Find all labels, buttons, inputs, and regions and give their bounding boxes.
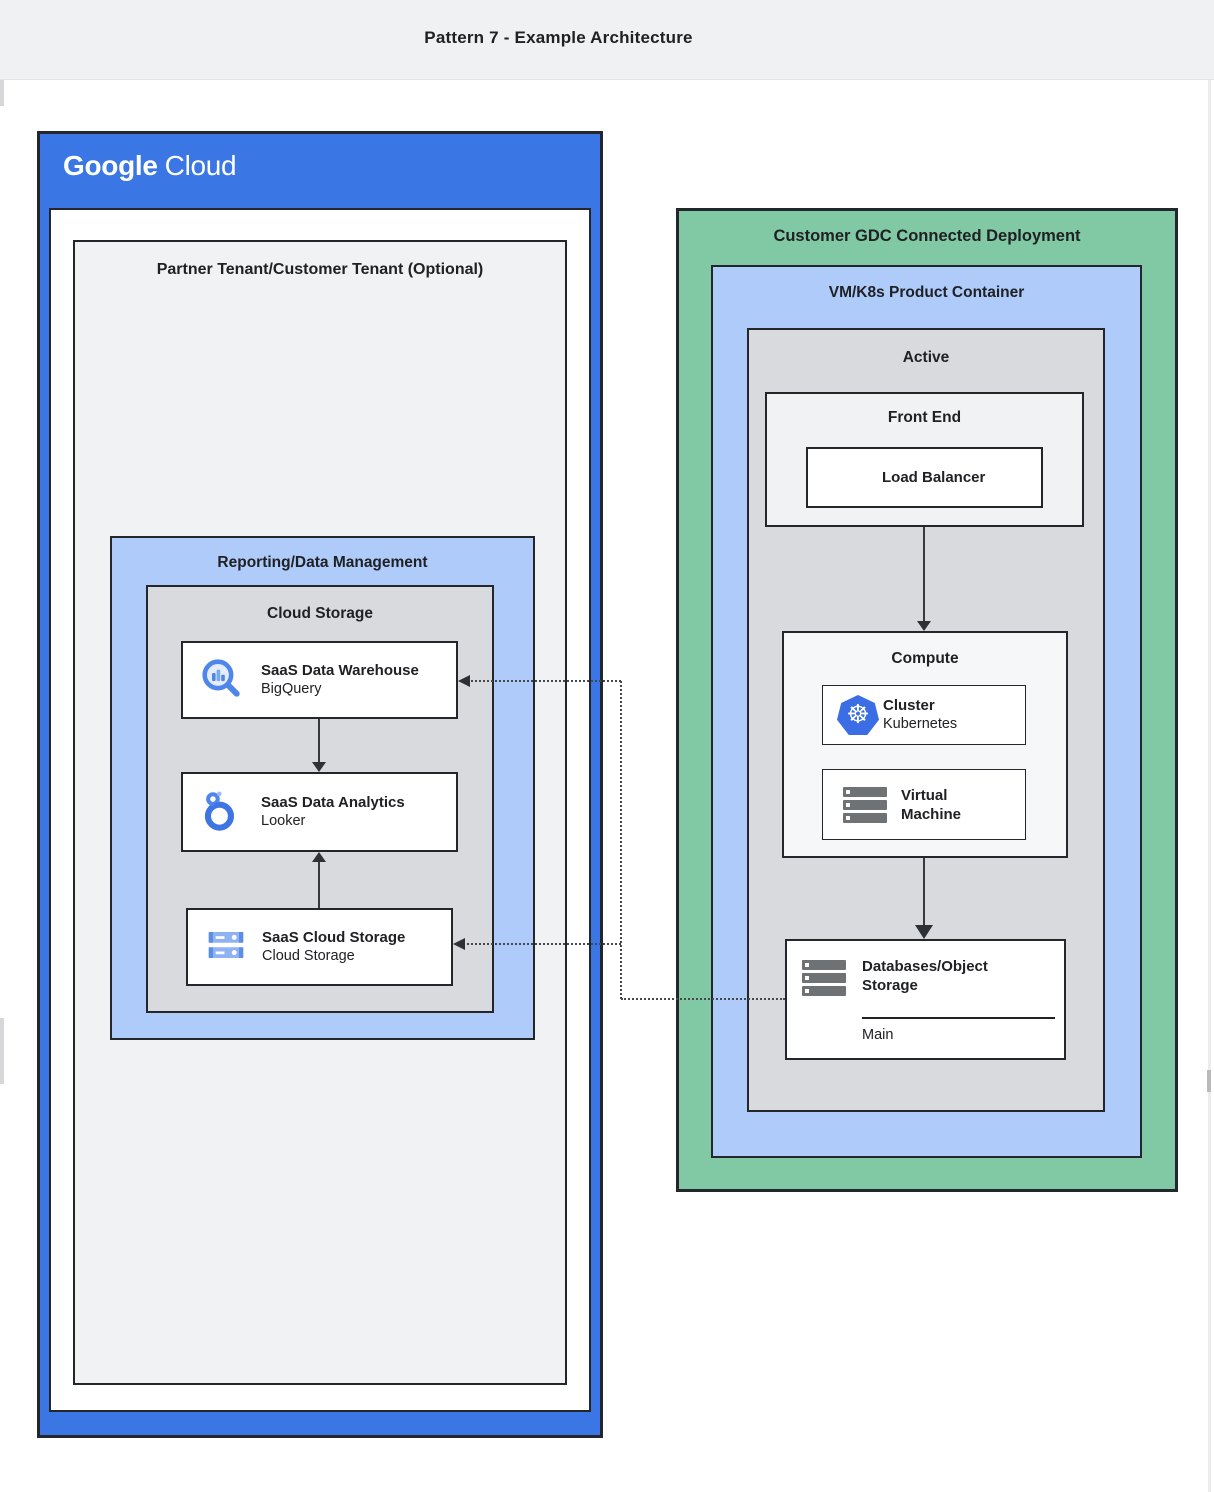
partner-tenant-label: Partner Tenant/Customer Tenant (Optional…	[156, 261, 484, 278]
bigquery-icon	[198, 655, 244, 706]
saas-data-analytics-card: SaaS Data Analytics Looker	[181, 772, 458, 852]
page-title: Pattern 7 - Example Architecture	[424, 28, 693, 47]
logo-google-text: Google	[63, 150, 158, 181]
front-end-label: Front End	[887, 409, 962, 426]
card-title: Load Balancer	[882, 469, 986, 486]
card-title: Virtual Machine	[901, 786, 962, 823]
scrollbar-track[interactable]	[1208, 80, 1211, 1492]
gdc-label: Customer GDC Connected Deployment	[773, 227, 1081, 245]
header-bar: Pattern 7 - Example Architecture	[0, 0, 1214, 80]
arrow-compute-to-databases	[923, 858, 925, 925]
dotted-link-databases-to-storage	[463, 943, 621, 945]
card-title: Cluster	[883, 697, 935, 714]
partition-divider	[862, 1017, 1055, 1019]
active-label: Active	[902, 349, 950, 366]
card-title: SaaS Data Analytics	[261, 794, 405, 811]
database-icon	[802, 960, 846, 996]
saas-data-warehouse-card: SaaS Data Warehouse BigQuery	[181, 641, 458, 719]
vmk8s-label: VM/K8s Product Container	[828, 284, 1025, 301]
arrowhead-down-icon	[917, 621, 931, 631]
card-subtitle: Looker	[261, 813, 306, 829]
virtual-machine-card: Virtual Machine	[822, 769, 1026, 840]
dotted-link-vertical	[620, 681, 622, 999]
logo-cloud-text: Cloud	[164, 150, 237, 181]
compute-label: Compute	[891, 650, 959, 667]
reporting-label: Reporting/Data Management	[217, 554, 428, 571]
scrollbar-thumb[interactable]	[1207, 1070, 1211, 1092]
partition-label: Main	[862, 1027, 894, 1043]
saas-cloud-storage-card: SaaS Cloud Storage Cloud Storage	[186, 908, 453, 986]
cloud-storage-group-label: Cloud Storage	[267, 605, 373, 622]
card-subtitle: BigQuery	[261, 681, 322, 697]
page-edge-artifact	[0, 1018, 4, 1084]
looker-icon	[198, 787, 244, 838]
page-edge-artifact	[0, 80, 4, 106]
card-title: SaaS Cloud Storage	[262, 929, 406, 946]
arrowhead-down-icon	[312, 762, 326, 772]
dotted-link-databases-to-warehouse	[468, 680, 621, 682]
cloud-storage-icon	[203, 922, 249, 973]
card-subtitle: Kubernetes	[883, 716, 958, 732]
arrowhead-up-icon	[312, 852, 326, 862]
kubernetes-icon: ☸	[837, 695, 879, 735]
card-subtitle: Cloud Storage	[262, 948, 355, 964]
cluster-card: ☸ Cluster Kubernetes	[822, 685, 1026, 745]
databases-object-storage-card: Databases/Object Storage Main	[785, 939, 1066, 1060]
arrowhead-left-icon	[453, 938, 465, 950]
arrow-warehouse-to-analytics	[318, 719, 320, 763]
virtual-machine-icon	[843, 786, 887, 823]
load-balancer-card: Load Balancer	[806, 447, 1043, 508]
dotted-link-databases-horizontal	[621, 998, 785, 1000]
arrow-storage-to-analytics	[318, 862, 320, 908]
arrowhead-down-icon	[915, 925, 933, 939]
card-title: Databases/Object Storage	[862, 958, 988, 994]
arrowhead-left-icon	[458, 675, 470, 687]
card-title: SaaS Data Warehouse	[261, 662, 419, 679]
arrow-frontend-to-compute	[923, 527, 925, 621]
